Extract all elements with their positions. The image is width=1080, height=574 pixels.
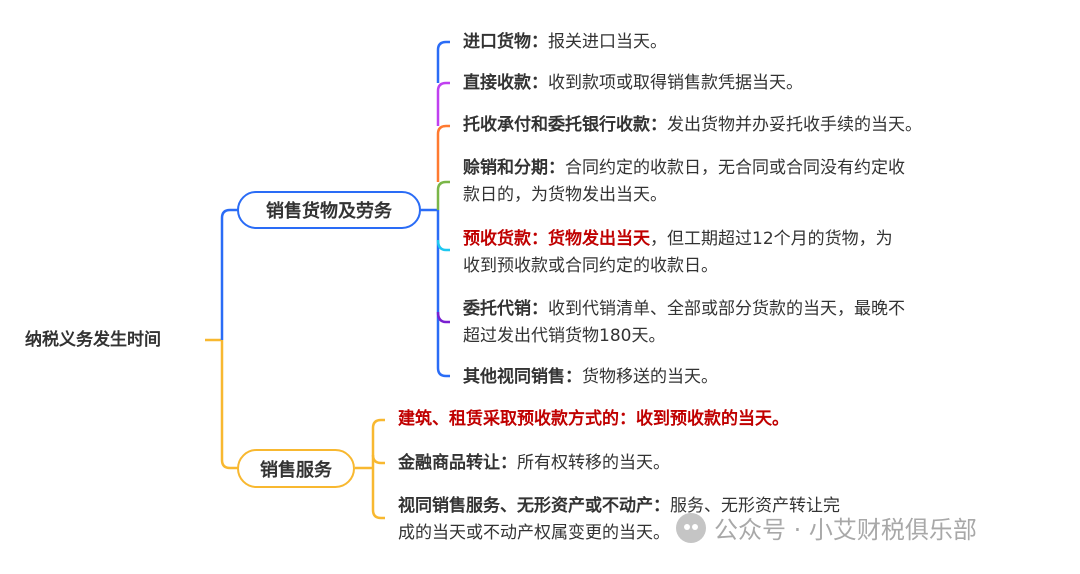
item-text-cont: 超过发出代销货物180天。: [463, 326, 666, 346]
item-text: 收到款项或取得销售款凭据当天。: [548, 73, 803, 93]
item-text: 收到代销清单、全部或部分货款的当天，最晚不: [548, 299, 905, 319]
item-title: 托收承付和委托银行收款：: [463, 115, 667, 135]
item-text: 报关进口当天。: [548, 32, 667, 52]
list-item: 建筑、租赁采取预收款方式的：收到预收款的当天。: [398, 406, 789, 433]
item-title: 其他视同销售：: [463, 367, 582, 387]
item-text: ，但工期超过12个月的货物，为: [650, 229, 893, 249]
list-item: 其他视同销售：货物移送的当天。: [463, 364, 718, 391]
item-title: 金融商品转让：: [398, 453, 517, 473]
item-title: 进口货物：: [463, 32, 548, 52]
item-text: 所有权转移的当天。: [517, 453, 670, 473]
list-item: 金融商品转让：所有权转移的当天。: [398, 450, 670, 477]
item-title: 直接收款：: [463, 73, 548, 93]
watermark: 公众号 · 小艾财税俱乐部: [676, 510, 977, 545]
branch-sales-services: 销售服务: [237, 449, 355, 488]
item-text-cont: 收到预收款或合同约定的收款日。: [463, 256, 718, 276]
item-text-cont: 款日的，为货物发出当天。: [463, 185, 667, 205]
watermark-text: 公众号 · 小艾财税俱乐部: [714, 516, 977, 544]
list-item: 委托代销：收到代销清单、全部或部分货款的当天，最晚不超过发出代销货物180天。: [463, 296, 905, 350]
item-title: 视同销售服务、无形资产或不动产：: [398, 496, 670, 516]
item-text: 服务、无形资产转让完: [670, 496, 840, 516]
root-topic: 纳税义务发生时间: [25, 330, 161, 350]
item-text-cont: 成的当天或不动产权属变更的当天。: [398, 523, 670, 543]
wechat-icon: [676, 512, 706, 543]
list-item: 托收承付和委托银行收款：发出货物并办妥托收手续的当天。: [463, 112, 922, 139]
list-item: 视同销售服务、无形资产或不动产：服务、无形资产转让完成的当天或不动产权属变更的当…: [398, 493, 840, 547]
list-item: 预收货款：货物发出当天，但工期超过12个月的货物，为收到预收款或合同约定的收款日…: [463, 226, 893, 280]
item-text: 发出货物并办妥托收手续的当天。: [667, 115, 922, 135]
list-item: 直接收款：收到款项或取得销售款凭据当天。: [463, 70, 803, 97]
item-title: 赊销和分期：: [463, 158, 565, 178]
branch-sales-goods: 销售货物及劳务: [237, 191, 421, 229]
item-text: 合同约定的收款日，无合同或合同没有约定收: [565, 158, 905, 178]
list-item: 进口货物：报关进口当天。: [463, 29, 667, 56]
item-text: 货物移送的当天。: [582, 367, 718, 387]
item-title: 预收货款：货物发出当天: [463, 229, 650, 249]
list-item: 赊销和分期：合同约定的收款日，无合同或合同没有约定收款日的，为货物发出当天。: [463, 155, 905, 209]
item-title: 委托代销：: [463, 299, 548, 319]
item-title: 建筑、租赁采取预收款方式的：收到预收款的当天。: [398, 409, 789, 429]
